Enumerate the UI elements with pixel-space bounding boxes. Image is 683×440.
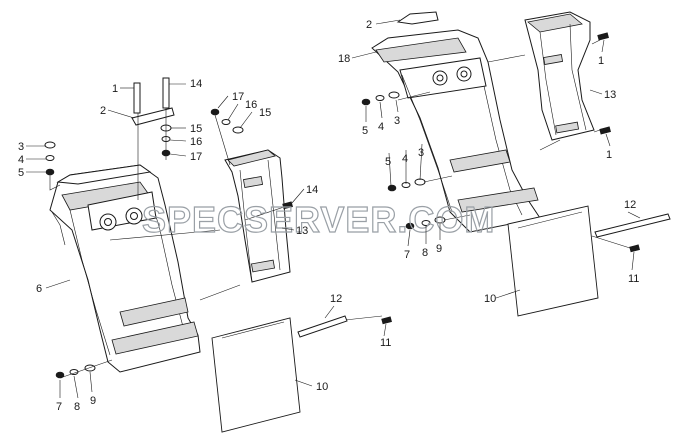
callout-right-7: 7: [404, 249, 410, 261]
callout-right-11: 11: [628, 273, 639, 285]
callout-left-12: 12: [330, 293, 342, 305]
callout-right-2: 2: [366, 19, 372, 31]
callout-left-17b: 17: [232, 91, 244, 103]
callout-left-1: 1: [112, 83, 118, 95]
callout-right-3a: 3: [394, 115, 400, 127]
right-fender-assembly: [361, 11, 671, 317]
callout-right-10: 10: [484, 293, 496, 305]
left-callout-labels: 1 2 3 4 5 6 7 8 9 10 11 12 13 14 14 15 1…: [18, 78, 391, 413]
callout-left-4: 4: [18, 154, 24, 166]
callout-left-14a: 14: [190, 78, 202, 90]
callout-left-15b: 15: [259, 107, 271, 119]
callout-right-5b: 5: [385, 156, 391, 168]
callout-right-1b: 1: [606, 149, 612, 161]
callout-left-10: 10: [316, 381, 328, 393]
callout-left-6: 6: [36, 283, 42, 295]
callout-left-16b: 16: [245, 99, 257, 111]
callout-left-7: 7: [56, 401, 62, 413]
left-clamp: [131, 107, 175, 126]
left-strip: [297, 315, 348, 338]
callout-left-14b: 14: [306, 184, 318, 196]
callout-right-1a: 1: [598, 55, 604, 67]
callout-right-18: 18: [338, 53, 350, 65]
left-mud-flap: [211, 317, 301, 433]
callout-left-17a: 17: [190, 151, 202, 163]
callout-left-5: 5: [18, 167, 24, 179]
callout-right-8: 8: [422, 247, 428, 259]
callout-right-13: 13: [604, 89, 616, 101]
callout-tick-lines: [26, 19, 641, 399]
callout-right-9: 9: [436, 243, 442, 255]
left-hardware: [44, 77, 392, 379]
right-mounting-bracket: [524, 11, 595, 141]
callout-left-15a: 15: [190, 123, 202, 135]
right-callout-labels: 1 1 2 3 3 4 4 5 5 7 8 9 10 11 12 13 18: [338, 19, 639, 305]
callout-right-12: 12: [624, 199, 636, 211]
left-fender-body: [49, 164, 201, 373]
right-clamp: [396, 11, 439, 25]
callout-left-3: 3: [18, 141, 24, 153]
watermark: SPECSERVER.COM: [142, 199, 495, 240]
callout-right-4a: 4: [378, 121, 384, 133]
callout-right-5a: 5: [362, 125, 368, 137]
right-fender-body: [371, 29, 541, 233]
right-leader-lines: [397, 39, 631, 249]
callout-left-9: 9: [90, 395, 96, 407]
right-mud-flap: [507, 205, 599, 317]
callout-left-16a: 16: [190, 136, 202, 148]
callout-right-3b: 3: [418, 147, 424, 159]
right-hardware: [361, 32, 640, 253]
callout-left-11: 11: [380, 337, 391, 349]
right-strip: [594, 213, 671, 238]
callout-right-4b: 4: [402, 153, 408, 165]
callout-left-13: 13: [296, 225, 308, 237]
left-leader-lines: [49, 108, 383, 379]
left-fender-assembly: [44, 77, 392, 433]
callout-left-2: 2: [100, 105, 106, 117]
callout-left-8: 8: [74, 401, 80, 413]
